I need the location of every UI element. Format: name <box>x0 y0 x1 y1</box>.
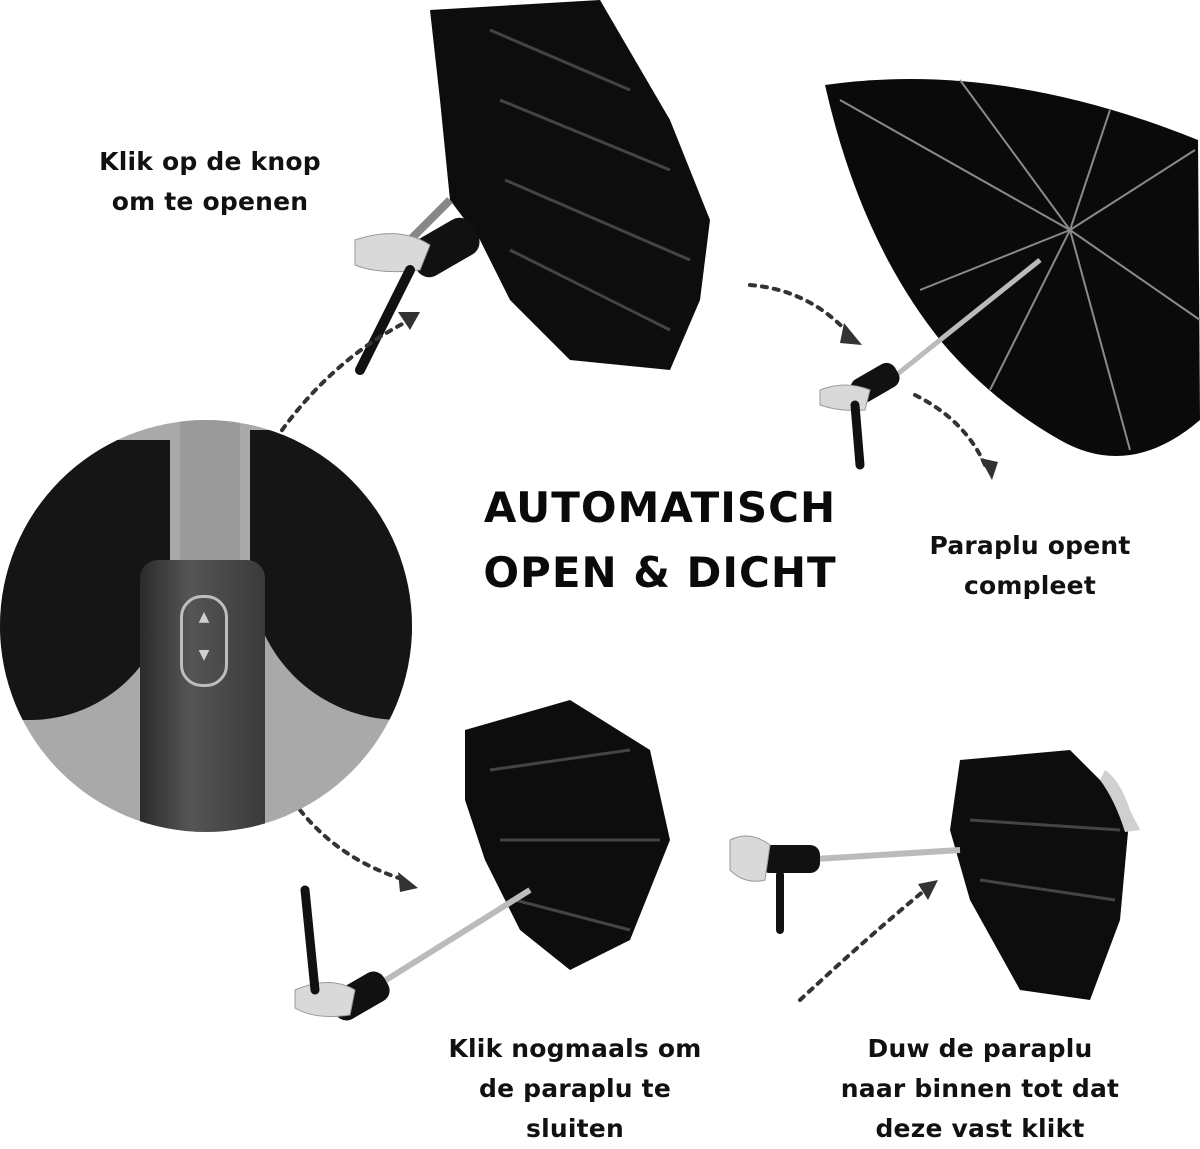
step-label-fully-open: Paraplu opent compleet <box>900 526 1160 606</box>
handle-closeup: ▲ ▼ <box>0 420 412 832</box>
step-label-line: deze vast klikt <box>875 1114 1085 1143</box>
headline-line: AUTOMATISCH <box>483 483 837 532</box>
step-label-line: Klik op de knop <box>99 147 321 176</box>
closeup-shaft <box>180 420 240 560</box>
arrow-down-icon: ▼ <box>198 647 210 663</box>
handle-toggle-button[interactable]: ▲ ▼ <box>180 595 228 687</box>
headline: AUTOMATISCH OPEN & DICHT <box>440 475 880 605</box>
step-label-open-button: Klik op de knop om te openen <box>60 142 360 222</box>
arrow-up-icon: ▲ <box>198 609 210 625</box>
closeup-handle: ▲ ▼ <box>140 560 265 832</box>
step-label-line: compleet <box>964 571 1096 600</box>
step-label-push-in: Duw de paraplu naar binnen tot dat deze … <box>800 1029 1160 1149</box>
umbrella-open-illustration <box>819 79 1200 470</box>
headline-line: OPEN & DICHT <box>483 548 837 597</box>
step-label-line: Paraplu opent <box>929 531 1131 560</box>
step-label-line: Duw de paraplu <box>867 1034 1093 1063</box>
step-label-close-button: Klik nogmaals om de paraplu te sluiten <box>410 1029 740 1149</box>
closeup-canopy-right <box>250 430 412 720</box>
umbrella-closing-illustration <box>294 700 670 1021</box>
umbrella-opening-illustration <box>354 0 710 375</box>
step-label-line: Klik nogmaals om <box>448 1034 702 1063</box>
step-label-line: de paraplu te <box>479 1074 671 1103</box>
umbrella-push-illustration <box>729 750 1140 1000</box>
step-label-line: sluiten <box>526 1114 624 1143</box>
step-label-line: om te openen <box>111 187 309 216</box>
step-label-line: naar binnen tot dat <box>840 1074 1120 1103</box>
